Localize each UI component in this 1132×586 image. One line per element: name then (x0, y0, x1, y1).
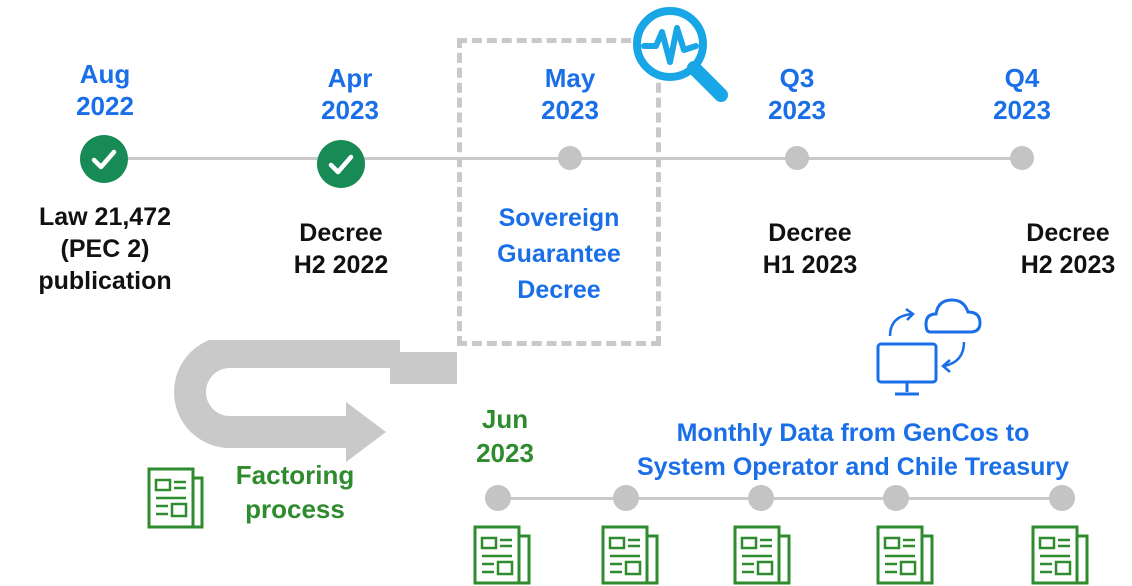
checkmark-icon (91, 149, 117, 170)
monthly-data-title: Monthly Data from GenCos to System Opera… (636, 419, 1070, 481)
monthly-dot (883, 485, 909, 511)
milestone-q4-2023 (1010, 146, 1034, 170)
magnifier-pulse-icon (633, 7, 728, 102)
newspaper-document-icon (733, 525, 791, 585)
monthly-dot (613, 485, 639, 511)
newspaper-document-icon (473, 525, 531, 585)
newspaper-document-icon (601, 525, 659, 585)
highlight-box (457, 38, 661, 346)
uturn-arrow (174, 340, 400, 462)
milestone-label-law: Law 21,472(PEC 2)publication (38, 203, 172, 295)
newspaper-document-icon (1031, 525, 1089, 585)
monthly-dot (485, 485, 511, 511)
newspaper-document-icon (147, 467, 204, 529)
milestone-may-2023 (558, 146, 582, 170)
milestone-done-aug-2022 (80, 135, 128, 183)
monthly-timeline-line (498, 497, 1064, 500)
uturn-arrow-connector (390, 352, 457, 384)
period-jun-2023: Jun 2023 (476, 404, 534, 468)
checkmark-icon (328, 154, 354, 175)
factoring-process-label: Factoring process (235, 460, 355, 524)
computer-cloud-sync-icon (876, 298, 982, 396)
monthly-dot (1049, 485, 1075, 511)
milestone-q3-2023 (785, 146, 809, 170)
monthly-dot (748, 485, 774, 511)
milestone-done-apr-2023 (317, 140, 365, 188)
newspaper-document-icon (876, 525, 934, 585)
